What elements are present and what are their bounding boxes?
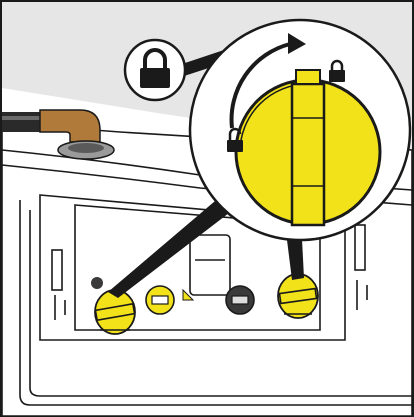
- center-knob-right: [226, 286, 254, 314]
- zoom-callout: [190, 20, 410, 240]
- panel-screw: [91, 277, 103, 289]
- lock-closed-icon: [125, 40, 185, 100]
- lock-knob-right: [278, 274, 318, 318]
- lock-knob-left: [95, 290, 135, 334]
- center-knob-left: [146, 286, 174, 314]
